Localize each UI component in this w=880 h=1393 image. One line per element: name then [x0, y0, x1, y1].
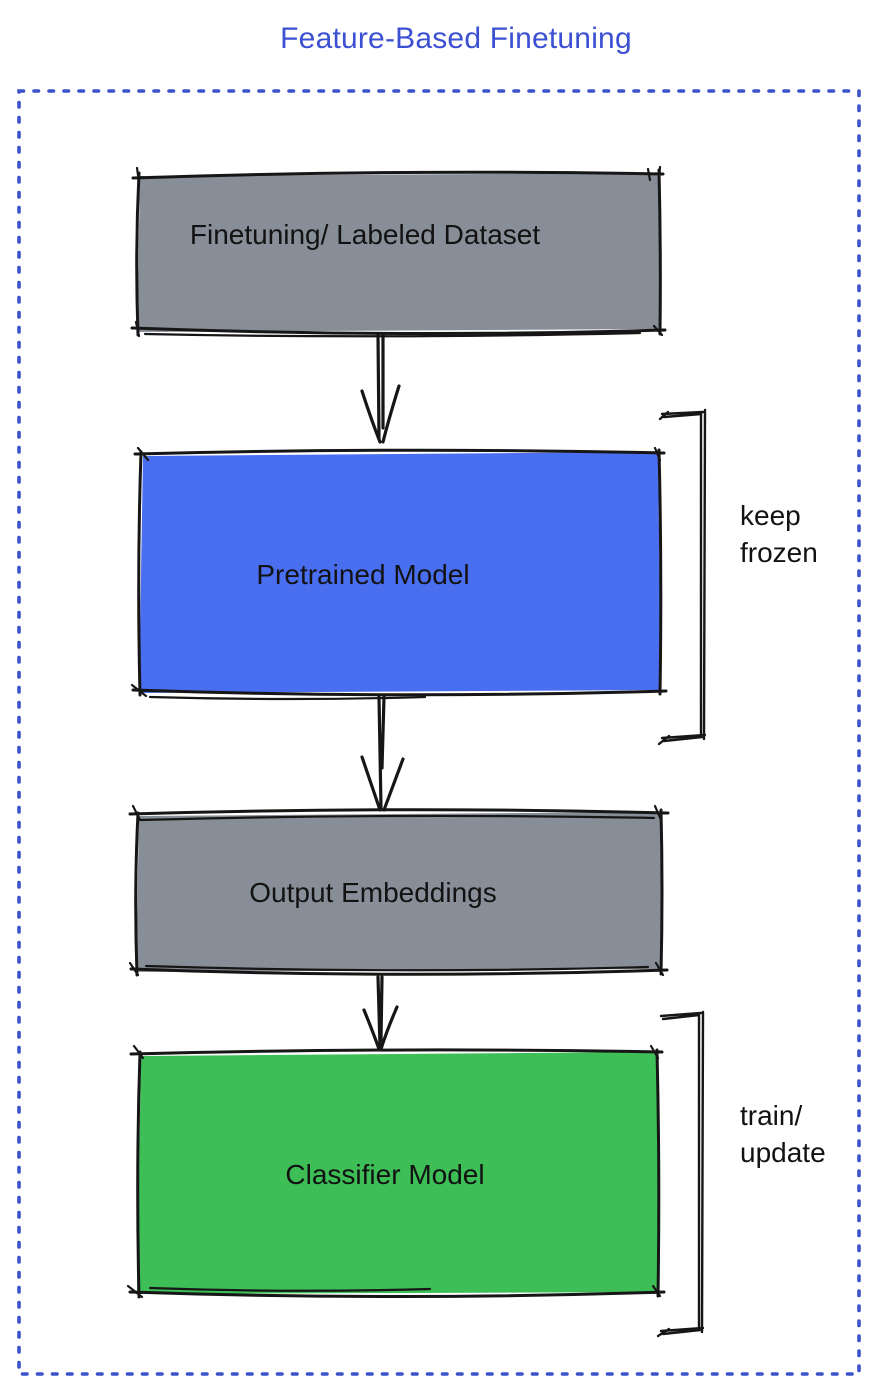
arrow-pretrained-to-embeddings: [360, 695, 405, 812]
node-finetuning-dataset-shape: [130, 165, 667, 338]
node-pretrained-model-shape: [130, 446, 668, 701]
node-output-embeddings-label: Output Embeddings: [249, 877, 497, 908]
arrow-embeddings-to-classifier: [362, 975, 399, 1051]
annotation-keep-frozen-line-2: frozen: [740, 537, 818, 568]
annotation-train-update-line-1: train/: [740, 1100, 803, 1131]
node-pretrained-model-label: Pretrained Model: [256, 559, 470, 590]
diagram-title: Feature-Based Finetuning: [280, 22, 632, 55]
arrow-dataset-to-pretrained: [360, 333, 401, 444]
annotation-train-update-line-2: update: [740, 1137, 826, 1168]
dashed-frame: [17, 89, 861, 1376]
bracket-keep-frozen: [657, 408, 707, 746]
bracket-train-update: [656, 1010, 705, 1338]
node-classifier-model-shape: [126, 1044, 666, 1299]
annotation-keep-frozen: keep frozen: [740, 497, 818, 571]
node-output-embeddings-shape: [128, 804, 670, 977]
node-finetuning-dataset-label: Finetuning/ Labeled Dataset: [189, 219, 541, 250]
annotation-keep-frozen-line-1: keep: [740, 500, 801, 531]
annotation-train-update: train/ update: [740, 1097, 826, 1171]
node-classifier-model-label: Classifier Model: [285, 1159, 485, 1190]
